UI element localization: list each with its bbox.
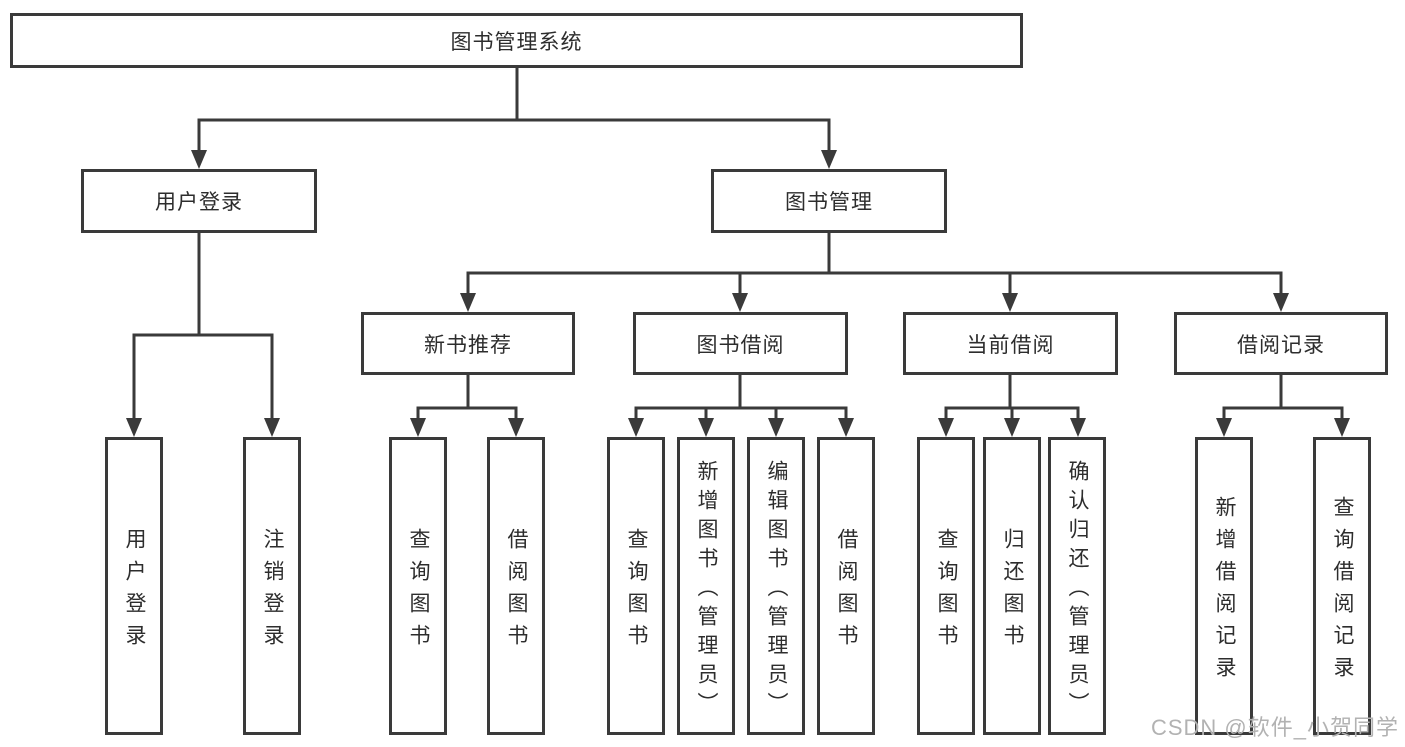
leaf-confirm-return-admin: 确认归还（管理员） <box>1048 437 1106 735</box>
node-user-login: 用户登录 <box>81 169 317 233</box>
leaf-edit-book-admin: 编辑图书（管理员） <box>747 437 805 735</box>
node-book-borrow-label: 图书借阅 <box>696 333 785 357</box>
leaf-logout: 注销登录 <box>243 437 301 735</box>
leaf-add-book-admin-label: 新增图书（管理员） <box>695 459 718 721</box>
leaf-return-book-label: 归还图书 <box>1001 527 1024 656</box>
node-borrow-record: 借阅记录 <box>1174 312 1388 375</box>
node-borrow-record-label: 借阅记录 <box>1237 333 1325 357</box>
node-current-borrow: 当前借阅 <box>903 312 1118 375</box>
leaf-recommend-query-book-label: 查询图书 <box>407 527 430 656</box>
leaf-user-login-label: 用户登录 <box>123 527 146 656</box>
leaf-borrow-book: 借阅图书 <box>817 437 875 735</box>
connector-paths <box>132 68 1344 425</box>
node-current-borrow-label: 当前借阅 <box>966 333 1055 357</box>
node-new-book-recommend-label: 新书推荐 <box>424 333 512 357</box>
leaf-add-book-admin: 新增图书（管理员） <box>677 437 735 735</box>
node-book-management-label: 图书管理 <box>785 191 873 214</box>
node-user-login-label: 用户登录 <box>155 191 243 214</box>
node-library-system-label: 图书管理系统 <box>450 30 583 54</box>
node-new-book-recommend: 新书推荐 <box>361 312 575 375</box>
leaf-recommend-borrow-book-label: 借阅图书 <box>505 527 528 656</box>
leaf-current-query-book: 查询图书 <box>917 437 975 735</box>
leaf-query-borrow-record: 查询借阅记录 <box>1313 437 1371 735</box>
arrowheads <box>126 150 1350 437</box>
leaf-add-borrow-record-label: 新增借阅记录 <box>1213 495 1236 688</box>
leaf-current-query-book-label: 查询图书 <box>935 527 958 656</box>
leaf-recommend-borrow-book: 借阅图书 <box>487 437 545 735</box>
node-library-system: 图书管理系统 <box>10 13 1023 68</box>
leaf-edit-book-admin-label: 编辑图书（管理员） <box>765 459 788 721</box>
node-book-borrow: 图书借阅 <box>633 312 848 375</box>
leaf-borrow-book-label: 借阅图书 <box>835 527 858 656</box>
leaf-user-login: 用户登录 <box>105 437 163 735</box>
node-book-management: 图书管理 <box>711 169 947 233</box>
leaf-confirm-return-admin-label: 确认归还（管理员） <box>1066 459 1089 721</box>
leaf-add-borrow-record: 新增借阅记录 <box>1195 437 1253 735</box>
leaf-borrow-query-book: 查询图书 <box>607 437 665 735</box>
leaf-return-book: 归还图书 <box>983 437 1041 735</box>
csdn-watermark: CSDN @软件_小贺同学 <box>1150 715 1399 740</box>
leaf-logout-label: 注销登录 <box>261 527 284 656</box>
leaf-recommend-query-book: 查询图书 <box>389 437 447 735</box>
leaf-borrow-query-book-label: 查询图书 <box>625 527 648 656</box>
leaf-query-borrow-record-label: 查询借阅记录 <box>1331 495 1354 688</box>
